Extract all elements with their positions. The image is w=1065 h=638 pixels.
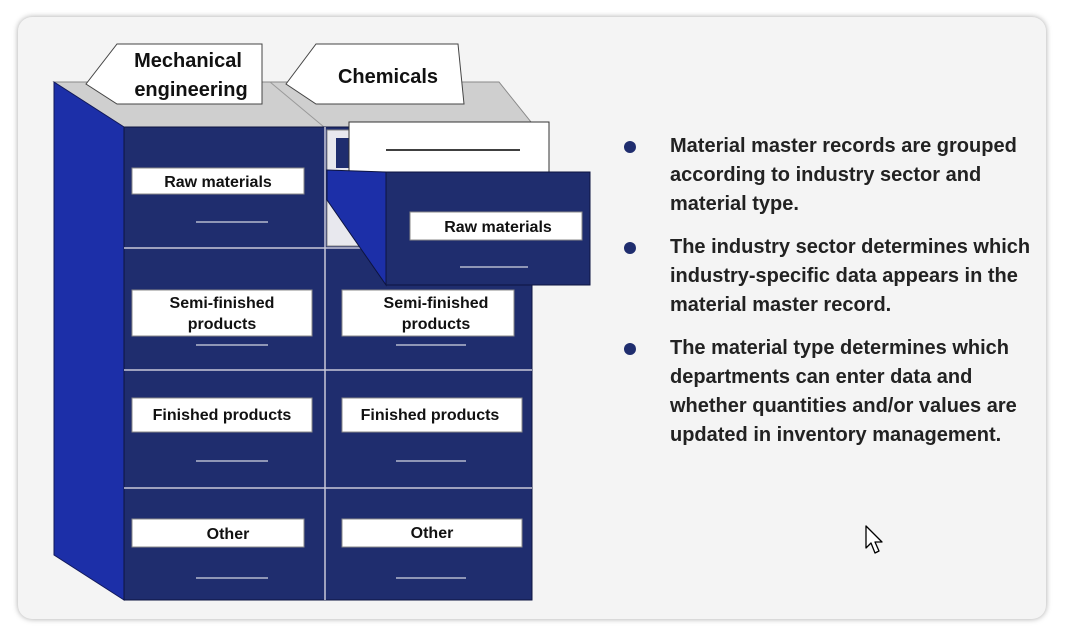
svg-text:Semi-finished: Semi-finished [170,295,275,312]
bullet-item: The material type determines which depar… [622,334,1042,450]
drawer-mech-finished: Finished products [131,397,313,462]
svg-text:Finished products: Finished products [361,407,500,424]
mechanical-line-1: Mechanical [134,50,242,72]
mechanical-line-2: engineering [134,79,247,101]
svg-text:products: products [188,316,257,333]
drawer-chem-semi: Semi-finished products [341,289,515,346]
bullet-item: Material master records are grouped acco… [622,132,1042,219]
bullet-text: Material master records are grouped acco… [670,135,1017,215]
svg-text:Finished products: Finished products [153,407,292,424]
svg-text:Other: Other [411,525,454,542]
drawer-mech-raw: Raw materials [131,167,305,223]
drawer-mech-other: Other [131,518,305,579]
drawer-chem-raw-open: Raw materials [326,121,591,287]
cabinet-side [53,81,125,601]
svg-text:Raw materials: Raw materials [444,219,552,236]
bullet-list: Material master records are grouped acco… [622,132,1042,464]
mouse-pointer-icon [865,525,883,554]
drawer-mech-semi: Semi-finished products [131,289,313,346]
svg-text:products: products [402,316,471,333]
bullet-text: The industry sector determines which ind… [670,236,1031,316]
svg-text:Raw materials: Raw materials [164,174,272,191]
svg-text:Other: Other [207,526,250,543]
bullet-dot-icon [624,242,636,254]
sector-tab-chemicals: Chemicals [285,43,465,105]
bullet-item: The industry sector determines which ind… [622,233,1042,320]
chemicals-label: Chemicals [338,66,438,88]
drawer-chem-other: Other [341,518,523,579]
sector-tab-mechanical: Mechanical engineering [85,43,263,105]
bullet-dot-icon [624,141,636,153]
svg-text:Semi-finished: Semi-finished [384,295,489,312]
record-sheet [348,121,550,175]
drawer-chem-finished: Finished products [341,397,523,462]
bullet-text: The material type determines which depar… [670,337,1017,446]
bullet-dot-icon [624,343,636,355]
